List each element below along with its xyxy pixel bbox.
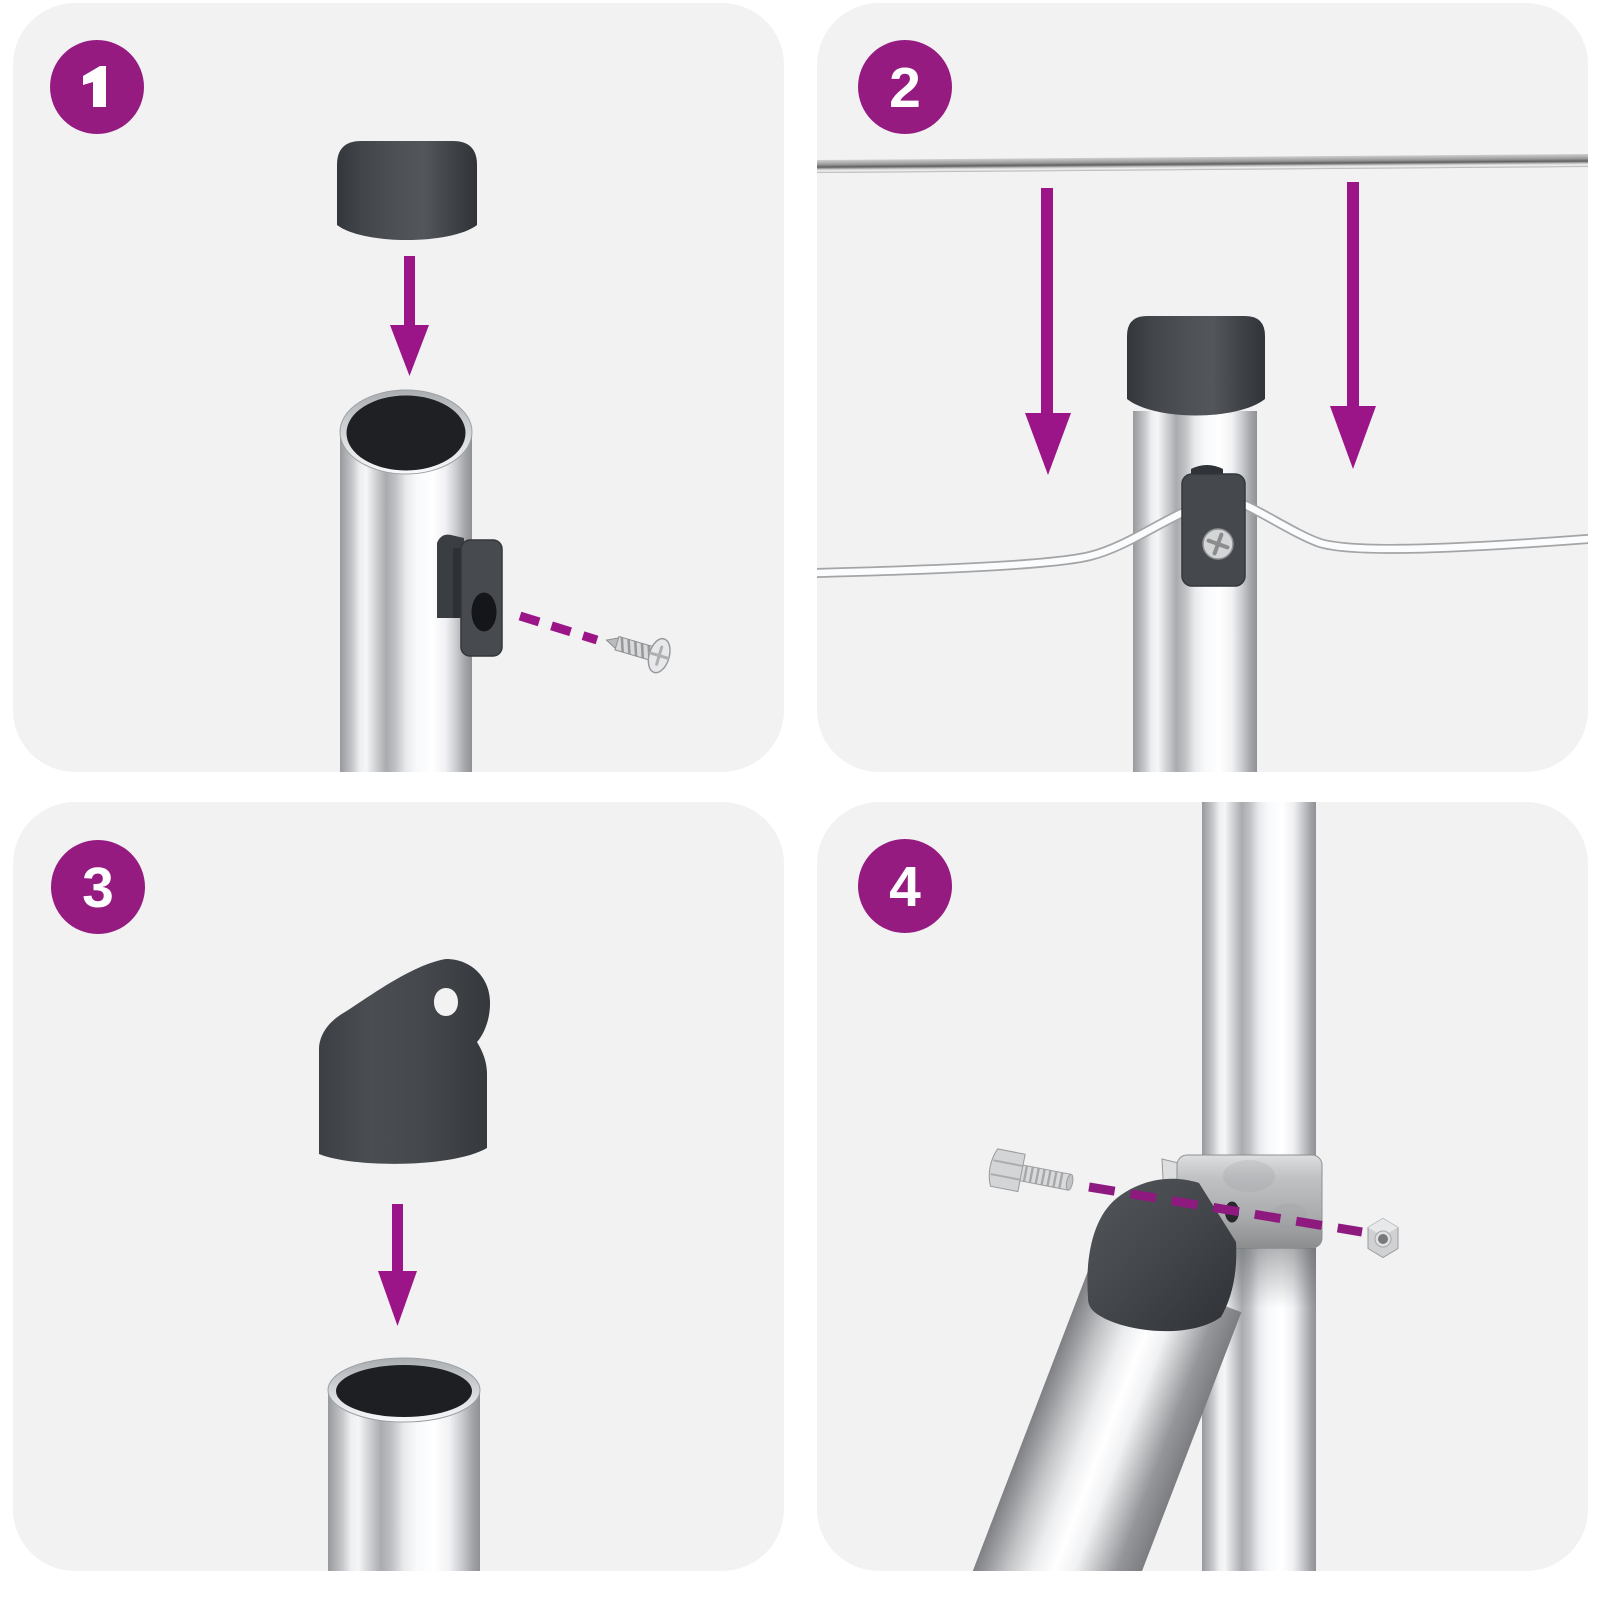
svg-text:2: 2 (889, 56, 921, 120)
svg-text:3: 3 (82, 856, 114, 920)
svg-text:4: 4 (889, 855, 921, 919)
